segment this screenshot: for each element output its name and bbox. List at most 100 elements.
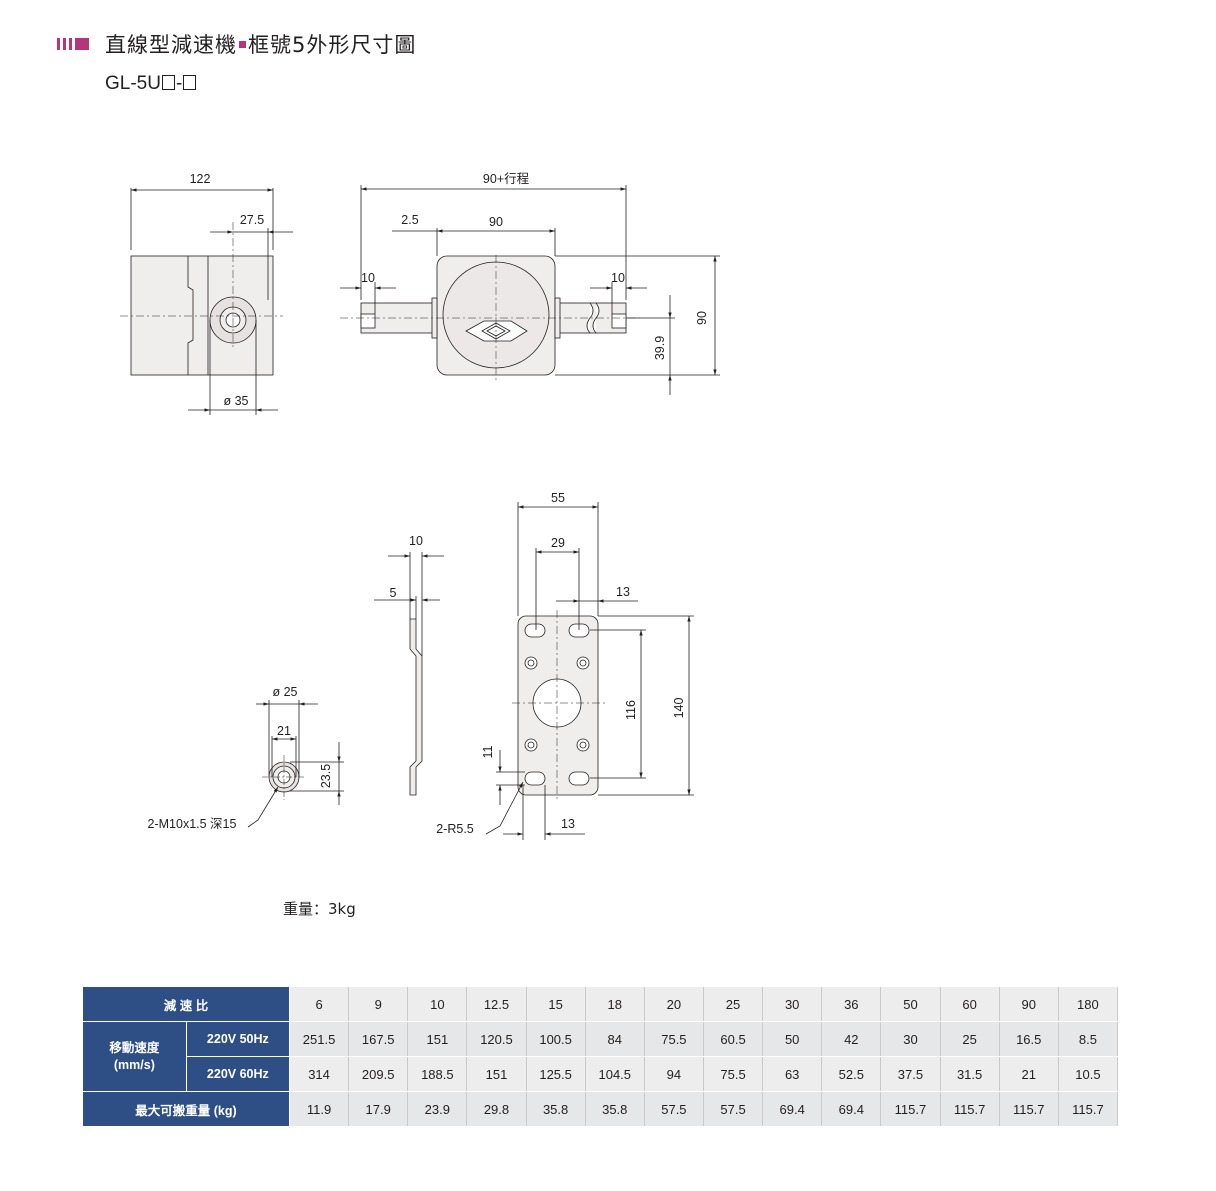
table-cell: 15 [526, 987, 586, 1022]
weight-label: 重量：3kg [283, 900, 356, 918]
table-cell: 60 [940, 987, 1000, 1022]
dim-10-right: 10 [611, 271, 625, 285]
model-placeholder-box-1 [161, 75, 175, 90]
dim-27-5: 27.5 [240, 213, 264, 227]
table-cell: 17.9 [348, 1091, 409, 1127]
dim-140: 140 [672, 698, 686, 719]
table-row-60hz: 220V 60Hz 314 209.5 188.5 151 125.5 104.… [83, 1056, 1119, 1092]
dim-phi35: ø 35 [223, 394, 248, 408]
table-cell: 63 [762, 1056, 823, 1092]
model-code: GL-5U- [105, 73, 197, 95]
table-cell: 151 [466, 1056, 527, 1092]
title-separator [239, 40, 246, 48]
top-view [340, 185, 720, 395]
dim-55: 55 [551, 491, 565, 505]
table-cell: 84 [585, 1021, 645, 1057]
table-cell: 31.5 [940, 1056, 1000, 1092]
shaft-end-view [247, 700, 344, 828]
dim-23-5: 23.5 [319, 764, 333, 788]
table-cell: 29.8 [466, 1091, 527, 1127]
dim-21: 21 [277, 724, 291, 738]
table-cell: 10 [407, 987, 468, 1022]
model-placeholder-box-2 [183, 75, 197, 90]
table-cell: 115.7 [999, 1091, 1059, 1127]
table-cell: 57.5 [703, 1091, 764, 1127]
bracket-plate-view [485, 502, 694, 840]
table-cell: 209.5 [348, 1056, 409, 1092]
table-cell: 20 [644, 987, 704, 1022]
table-row-load: 最大可搬重量 (kg) 11.9 17.9 23.9 29.8 35.8 35.… [83, 1091, 1119, 1127]
table-cell: 75.5 [644, 1021, 704, 1057]
table-cell: 35.8 [585, 1091, 645, 1127]
dim-phi25: ø 25 [272, 685, 297, 699]
table-cell: 60.5 [703, 1021, 764, 1057]
speed-header: 移動速度 (mm/s) [83, 1021, 187, 1092]
table-cell: 37.5 [880, 1056, 941, 1092]
dim-90-stroke: 90+行程 [483, 171, 530, 186]
dim-10-side: 10 [409, 534, 423, 548]
model-prefix: GL-5U [105, 73, 161, 94]
table-cell: 18 [585, 987, 645, 1022]
dim-5-side: 5 [390, 586, 397, 600]
table-cell: 9 [348, 987, 409, 1022]
dim-m10-thread: 2-M10x1.5 深15 [148, 817, 237, 831]
dim-116: 116 [624, 700, 638, 720]
table-cell: 25 [703, 987, 764, 1022]
dim-90-height: 90 [695, 311, 709, 325]
dim-13-top: 13 [616, 585, 630, 599]
dim-29: 29 [551, 536, 565, 550]
row-50hz-label: 220V 50Hz [186, 1021, 290, 1057]
ratio-header: 減 速 比 [83, 987, 290, 1022]
title-part1: 直線型減速機 [105, 33, 237, 57]
table-cell: 8.5 [1058, 1021, 1119, 1057]
table-cell: 23.9 [407, 1091, 468, 1127]
table-cell: 36 [821, 987, 882, 1022]
table-cell: 180 [1058, 987, 1119, 1022]
table-cell: 167.5 [348, 1021, 409, 1057]
table-cell: 10.5 [1058, 1056, 1119, 1092]
load-header: 最大可搬重量 (kg) [83, 1091, 290, 1127]
spec-table: 減 速 比 6 9 10 12.5 15 18 20 25 30 36 50 6… [83, 987, 1119, 1127]
dim-90-top: 90 [489, 215, 503, 229]
table-cell: 16.5 [999, 1021, 1059, 1057]
table-row-50hz: 移動速度 (mm/s) 220V 50Hz 251.5 167.5 151 12… [83, 1021, 1119, 1092]
table-cell: 115.7 [880, 1091, 941, 1127]
dim-2-5: 2.5 [401, 213, 418, 227]
table-cell: 30 [880, 1021, 941, 1057]
table-cell: 115.7 [1058, 1091, 1119, 1127]
table-cell: 90 [999, 987, 1059, 1022]
table-cell: 75.5 [703, 1056, 764, 1092]
dimension-drawing: 122 27.5 ø 35 90+行程 2.5 90 10 10 39.9 90… [120, 171, 720, 840]
table-cell: 251.5 [289, 1021, 350, 1057]
table-cell: 52.5 [821, 1056, 882, 1092]
dim-122: 122 [190, 172, 211, 186]
bracket-side-view [374, 552, 444, 796]
dim-13-bottom: 13 [561, 817, 575, 831]
table-cell: 104.5 [585, 1056, 645, 1092]
table-cell: 57.5 [644, 1091, 704, 1127]
table-cell: 35.8 [526, 1091, 586, 1127]
dim-r5-5: 2-R5.5 [436, 822, 474, 836]
table-cell: 314 [289, 1056, 350, 1092]
row-60hz-label: 220V 60Hz [186, 1056, 290, 1092]
table-cell: 6 [289, 987, 350, 1022]
title-part2: 框號5外形尺寸圖 [248, 33, 417, 57]
table-cell: 25 [940, 1021, 1000, 1057]
table-cell: 12.5 [466, 987, 527, 1022]
table-cell: 94 [644, 1056, 704, 1092]
table-cell: 151 [407, 1021, 468, 1057]
table-row-ratio: 減 速 比 6 9 10 12.5 15 18 20 25 30 36 50 6… [83, 987, 1119, 1022]
table-cell: 11.9 [289, 1091, 350, 1127]
table-cell: 100.5 [526, 1021, 586, 1057]
table-cell: 50 [880, 987, 941, 1022]
table-cell: 42 [821, 1021, 882, 1057]
table-cell: 69.4 [762, 1091, 823, 1127]
table-cell: 188.5 [407, 1056, 468, 1092]
table-cell: 120.5 [466, 1021, 527, 1057]
front-view [120, 188, 293, 415]
table-cell: 30 [762, 987, 823, 1022]
dim-10-left: 10 [361, 271, 375, 285]
table-cell: 125.5 [526, 1056, 586, 1092]
page-title: 直線型減速機框號5外形尺寸圖 [105, 29, 416, 59]
table-cell: 50 [762, 1021, 823, 1057]
